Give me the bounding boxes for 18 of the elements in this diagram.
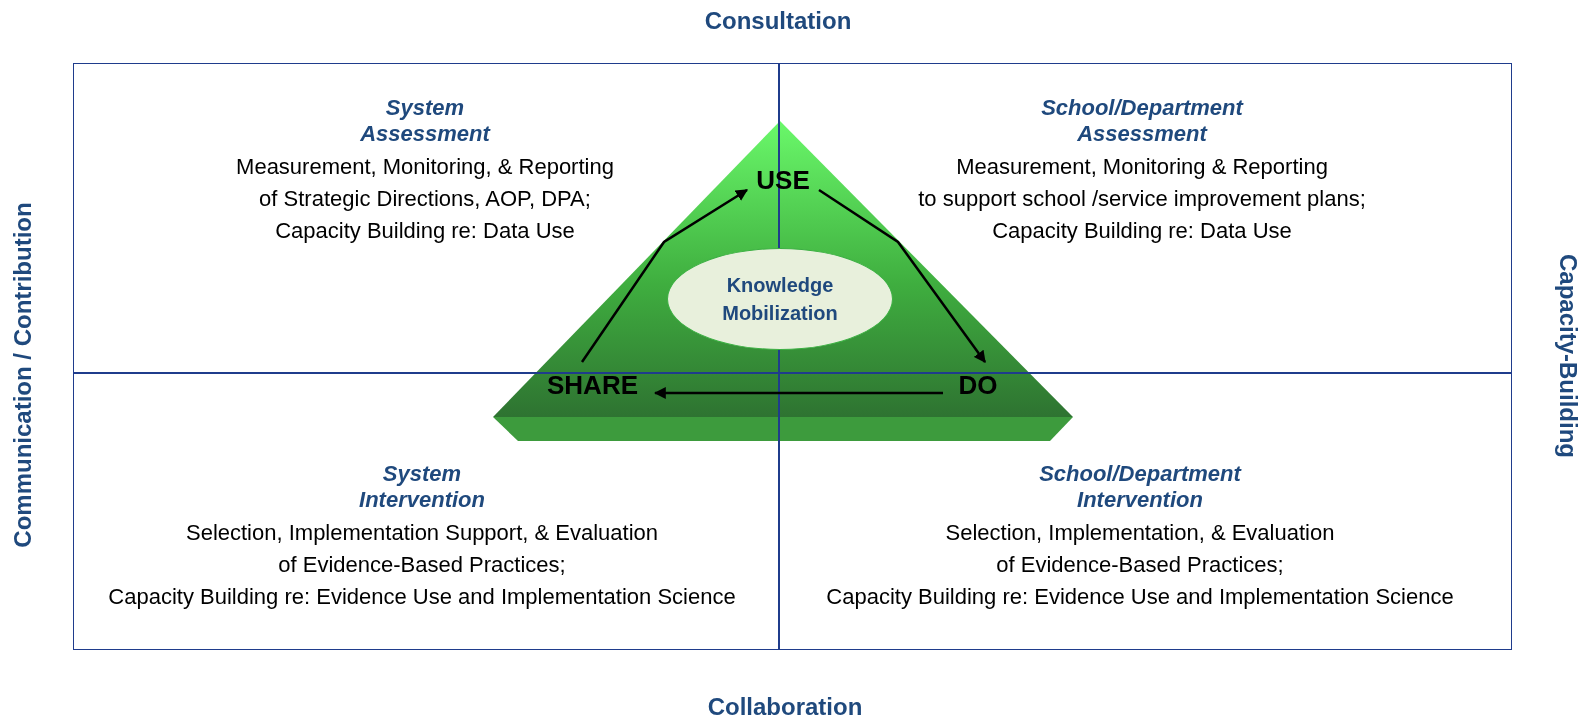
arrow bbox=[653, 387, 943, 399]
quadrant-description: Measurement, Monitoring, & Reporting of Strategic Directions, AOP, DPA; Capacity Building re: Data Use bbox=[236, 153, 614, 245]
quadrant-heading: School/Department Assessment bbox=[1041, 95, 1243, 147]
ellipse-label: Knowledge Mobilization bbox=[721, 273, 839, 326]
quadrant-heading: School/Department Intervention bbox=[1039, 461, 1241, 513]
axis-label: Communication / Contribution bbox=[9, 202, 37, 548]
cycle-step-label: SHARE bbox=[547, 369, 638, 401]
axis-label: Capacity-Building bbox=[1554, 254, 1582, 458]
axis-label: Consultation bbox=[704, 7, 852, 35]
axis-label: Collaboration bbox=[707, 693, 863, 721]
quadrant-heading: System Intervention bbox=[359, 461, 485, 513]
quadrant-description: Selection, Implementation Support, & Evaluation of Evidence-Based Practices; Capacity Building re: Evidence Use and Implementation Science bbox=[108, 519, 736, 611]
quadrant-description: Selection, Implementation, & Evaluation of Evidence-Based Practices; Capacity Building re: Evidence Use and Implementation Science bbox=[826, 519, 1454, 611]
quadrant-heading: System Assessment bbox=[360, 95, 490, 147]
arrow bbox=[818, 188, 986, 363]
arrow bbox=[580, 188, 748, 363]
quadrant-description: Measurement, Monitoring & Reporting to support school /service improvement plans; Capacity Building re: Data Use bbox=[918, 153, 1366, 245]
cycle-step-label: DO bbox=[958, 369, 998, 401]
